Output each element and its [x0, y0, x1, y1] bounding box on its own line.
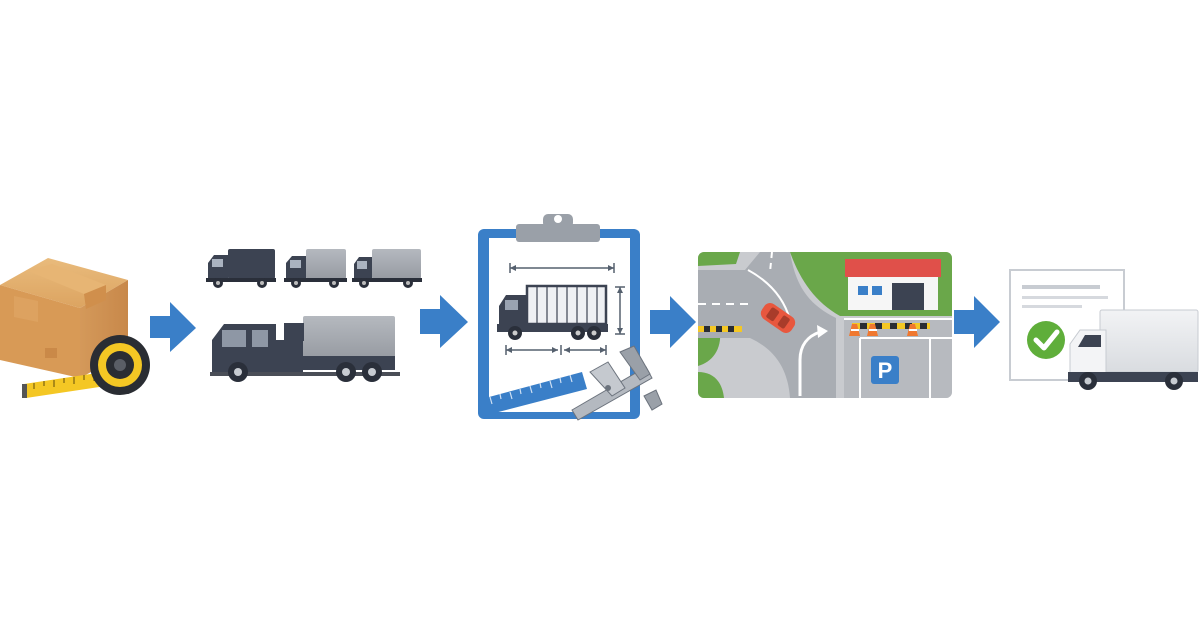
step-measure-cargo [0, 258, 150, 398]
flow-arrow-3 [650, 296, 696, 348]
flow-arrow-4 [954, 296, 1000, 348]
small-truck-icon [206, 249, 276, 288]
caliper-icon [571, 345, 663, 421]
flow-arrow-1 [150, 302, 196, 352]
large-truck-icon [210, 316, 400, 382]
car-icon [760, 303, 796, 333]
building-icon [845, 259, 941, 310]
step-check-dimensions [478, 214, 663, 421]
step-delivery-confirmed [1009, 269, 1199, 390]
small-truck-icon [284, 249, 347, 288]
truck-diagram-icon [497, 263, 625, 355]
step-plan-access-route: P [698, 252, 952, 398]
flow-arrow-2 [420, 295, 468, 348]
check-mark-icon [1027, 321, 1065, 359]
delivery-truck-icon [1068, 309, 1199, 390]
step-choose-truck [206, 249, 422, 382]
parking-sign-icon: P [871, 356, 899, 384]
traffic-cone-icon [849, 324, 918, 336]
small-truck-icon [352, 249, 422, 288]
barrier-stripes [698, 326, 742, 332]
ruler-icon [478, 372, 587, 416]
parking-sign-label: P [878, 358, 893, 383]
tape-measure-icon [22, 335, 150, 398]
